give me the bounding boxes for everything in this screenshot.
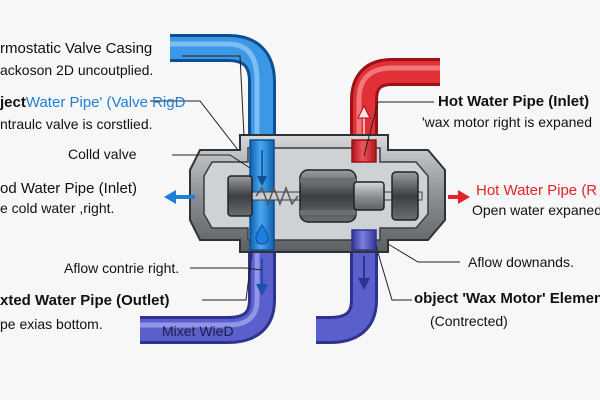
hot-channel (351, 139, 377, 163)
water-drop-icon (255, 224, 269, 245)
arrow-right-icon (448, 190, 470, 204)
casing-title: rmostatic Valve Casing (0, 40, 153, 57)
arrow-down-icon (358, 256, 370, 290)
hot-valve-poppet (391, 171, 419, 221)
cold-pipe-subtitle: e cold water ,right. (0, 200, 115, 216)
arrow-up-icon (357, 104, 371, 134)
cold-valve-poppet (227, 175, 253, 217)
hot-pipe-title: Hot Water Pipe (Inlet) (438, 93, 590, 110)
valve-title: jectWater Pipe' (Valve RigD (0, 94, 185, 111)
mixed-pipe-subtitle: pe exias bottom. (0, 316, 103, 332)
hot-pipe-subtitle: 'wax motor right is expaned (422, 114, 592, 130)
aflow-left-label: Aflow contrie right. (64, 260, 180, 276)
outlet-channel (351, 229, 377, 251)
arrow-down-icon (257, 150, 267, 186)
casing-subtitle: ackoson 2D uncoutplied. (0, 62, 154, 78)
mixed-pipe-text: Mixet WieD (162, 323, 234, 339)
leader-lines (150, 55, 460, 301)
aflow-right-label: Aflow downands. (468, 254, 574, 270)
cold-valve-label: Colld valve (68, 146, 137, 162)
mixed-pipe-title: xted Water Pipe (Outlet) (0, 292, 170, 309)
hot-pipe-red-subtitle: Open water expaned (472, 202, 600, 218)
valve-title-highlight: Water Pipe' (Valve RigD (25, 94, 186, 111)
valve-subtitle: ntraulc valve is corstlied. (0, 116, 153, 132)
valve-title-prefix: ject (0, 94, 26, 111)
arrow-down-icon (256, 258, 268, 296)
cold-pipe-title: od Water Pipe (Inlet) (0, 180, 137, 197)
wax-motor-title: object 'Wax Motor' Element (414, 290, 600, 307)
return-spring (255, 185, 299, 207)
wax-motor-subtitle: (Contrected) (430, 313, 508, 329)
wax-motor-piston (353, 181, 385, 211)
hot-pipe-red-title: Hot Water Pipe (R (476, 182, 598, 199)
arrow-left-icon (164, 190, 195, 204)
